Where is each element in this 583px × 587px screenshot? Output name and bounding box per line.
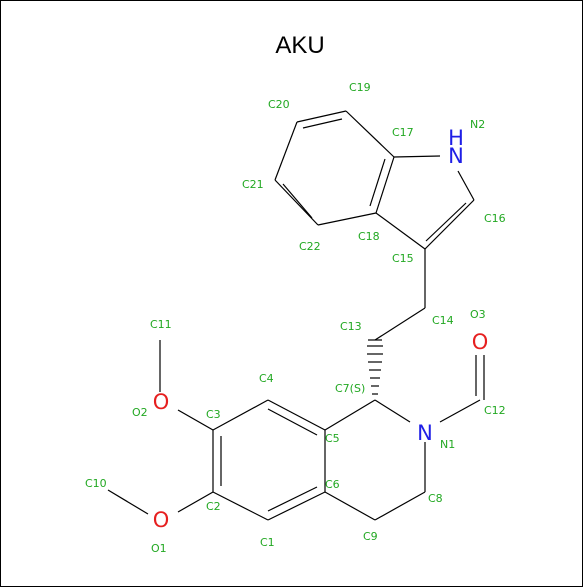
atom-label-o1: O1 [151, 542, 167, 555]
bond-n2-c16 [457, 170, 475, 201]
atom-label-c19: C19 [349, 81, 371, 94]
heteroatom-o3: O [472, 330, 489, 354]
bond-o1-c10 [107, 489, 149, 515]
atom-label-n2: N2 [470, 118, 485, 131]
bond-inner-c22-c21 [282, 183, 313, 219]
bond-c8-c9 [374, 491, 426, 521]
atom-label-c9: C9 [363, 530, 378, 543]
bond-c5-c7 [324, 399, 376, 431]
bond-n1-c12 [439, 399, 481, 423]
bond-c15-c18 [375, 212, 426, 250]
heteroatom-o1: O [153, 508, 170, 532]
atom-label-o2: O2 [132, 406, 148, 419]
atom-label-c1: C1 [260, 536, 275, 549]
atom-label-c11: C11 [150, 318, 172, 331]
bond-c20-c19 [296, 110, 347, 123]
atom-label-c15: C15 [392, 252, 414, 265]
bond-lines [107, 110, 485, 521]
stereo-hash-bond [367, 339, 383, 395]
bond-c5-c4 [267, 399, 326, 431]
bond-c9-c6 [324, 491, 376, 521]
bond-c4-c3 [212, 399, 269, 431]
atom-label-c16: C16 [484, 212, 506, 225]
heteroatom-n1: N [417, 421, 433, 445]
atom-label-c8: C8 [428, 492, 443, 505]
atom-label-c4: C4 [259, 372, 274, 385]
atom-label-c3: C3 [206, 408, 221, 421]
heteroatom-o2: O [153, 390, 170, 414]
atom-label-c22: C22 [299, 240, 321, 253]
atom-label-c13: C13 [340, 320, 362, 333]
bond-c1-c6 [267, 491, 326, 521]
atom-label-c18: C18 [358, 230, 380, 243]
atom-label-c20: C20 [268, 98, 290, 111]
bond-c2-c1 [212, 491, 269, 521]
atom-label-c5: C5 [325, 432, 340, 445]
atom-label-n1: N1 [440, 438, 455, 451]
bond-c16-c15 [424, 199, 475, 250]
bond-inner-c20-c19 [302, 118, 343, 129]
molecule-title: AKU [275, 32, 324, 59]
atom-label-c21: C21 [242, 178, 264, 191]
bond-c14-c13 [374, 307, 426, 341]
bond-c18-c22 [317, 212, 377, 226]
atom-label-c2: C2 [206, 500, 221, 513]
atom-label-c12: C12 [484, 404, 506, 417]
atom-label-o3: O3 [470, 308, 486, 321]
bond-c3-o2 [177, 409, 214, 431]
atom-label-c17: C17 [392, 126, 414, 139]
bond-inner-c16-c15 [425, 202, 467, 242]
bond-c7-n1 [374, 399, 411, 423]
bond-inner-c4-c5 [267, 408, 318, 436]
bond-c17-n2 [393, 155, 441, 158]
atom-label-c10: C10 [85, 477, 107, 490]
bond-inner-c17-c18 [369, 158, 386, 207]
bond-c21-c20 [274, 121, 298, 181]
bond-c17-c18 [375, 156, 395, 214]
bond-inner-c1-c6 [267, 486, 318, 512]
bond-c2-o1 [177, 491, 214, 513]
atom-label-c6: C6 [325, 478, 340, 491]
bond-c19-c17 [345, 110, 395, 158]
atom-label-c7: C7(S) [335, 382, 365, 395]
atom-label-c14: C14 [432, 314, 454, 327]
